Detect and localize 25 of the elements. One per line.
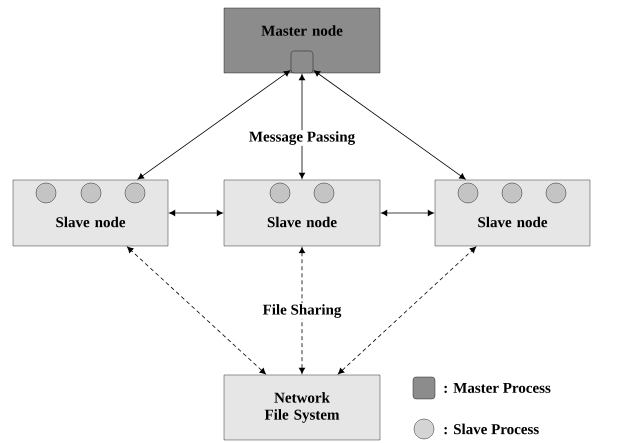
slave-process-circle — [502, 182, 522, 204]
slave-process-circle — [458, 182, 478, 204]
arrow — [169, 210, 223, 216]
arrow — [138, 70, 290, 180]
arrow — [314, 70, 466, 180]
slave-process-circle — [36, 182, 56, 204]
slave-node-box: Slave node — [434, 180, 590, 246]
file-system-box: Network File System — [224, 374, 380, 440]
master-process-square — [290, 50, 314, 74]
slave-node-box: Slave node — [224, 180, 380, 246]
arrow — [127, 246, 266, 374]
arrow — [338, 246, 476, 374]
edge-label: File Sharing — [262, 303, 342, 319]
legend-label: : Master Process — [444, 382, 550, 393]
master-node-box: Master node — [224, 8, 380, 74]
slave-process-circle — [270, 182, 290, 204]
slave-process-circle — [314, 182, 334, 204]
legend-label: : Slave Process — [444, 424, 539, 434]
arrow — [381, 210, 434, 216]
slave-process-circle — [546, 182, 566, 204]
edge-label: Message Passing — [248, 130, 356, 146]
slave-node-box: Slave node — [12, 180, 168, 246]
slave-process-circle — [80, 182, 102, 204]
arrow — [298, 247, 306, 374]
slave-process-circle — [124, 182, 146, 204]
